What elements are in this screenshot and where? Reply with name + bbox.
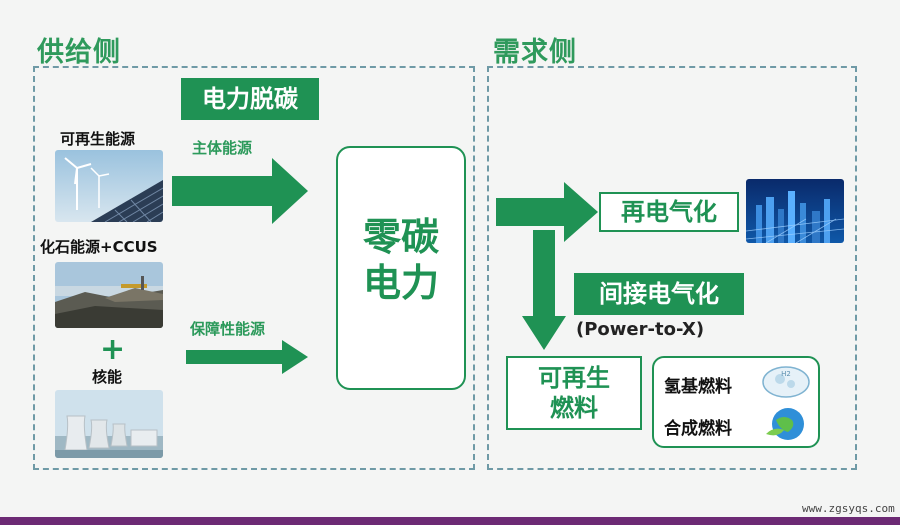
main-energy-arrow	[172, 158, 308, 224]
bottom-accent-bar	[0, 517, 900, 525]
fossil-ccus-label: 化石能源+CCUS	[40, 238, 158, 256]
zero-carbon-line2: 电力	[362, 261, 439, 305]
supply-side-box	[33, 66, 475, 470]
demand-side-box	[487, 66, 857, 470]
hydrogen-fuel-label: 氢基燃料	[664, 377, 732, 397]
hydrogen-icon: H2	[762, 366, 810, 398]
indirect-electrification-banner: 间接电气化	[574, 273, 744, 315]
main-energy-label: 主体能源	[192, 139, 253, 157]
nuclear-label: 核能	[92, 368, 123, 386]
watermark: www.zgsyqs.com	[802, 502, 895, 515]
renewable-fuel-box: 可再生 燃料	[506, 356, 642, 430]
indirect-down-arrow	[522, 230, 566, 350]
svg-text:H2: H2	[781, 370, 791, 378]
zero-carbon-power-box: 零碳 电力	[336, 146, 466, 390]
fuel-types-box: 氢基燃料 合成燃料 H2	[652, 356, 820, 448]
fossil-photo	[55, 262, 163, 328]
plus-sign: +	[100, 332, 126, 367]
supply-side-title: 供给侧	[37, 37, 121, 68]
renewable-fuel-line1: 可再生	[538, 364, 610, 392]
renewable-energy-label: 可再生能源	[60, 130, 136, 148]
zero-carbon-line1: 零碳	[362, 215, 439, 259]
demand-side-title: 需求侧	[493, 37, 577, 68]
smart-city-photo	[746, 179, 844, 243]
nuclear-photo	[55, 390, 163, 458]
power-to-x-label: (Power-to-X)	[576, 319, 705, 340]
synthetic-fuel-icon	[766, 408, 804, 440]
guarantee-energy-label: 保障性能源	[190, 320, 266, 338]
reelectrify-arrow	[496, 182, 598, 242]
power-decarbonization-banner: 电力脱碳	[181, 78, 319, 120]
reelectrification-box: 再电气化	[599, 192, 739, 232]
synthetic-fuel-label: 合成燃料	[664, 419, 732, 439]
renewable-photo	[55, 150, 163, 222]
renewable-fuel-line2: 燃料	[550, 394, 598, 422]
guarantee-energy-arrow	[186, 340, 308, 374]
